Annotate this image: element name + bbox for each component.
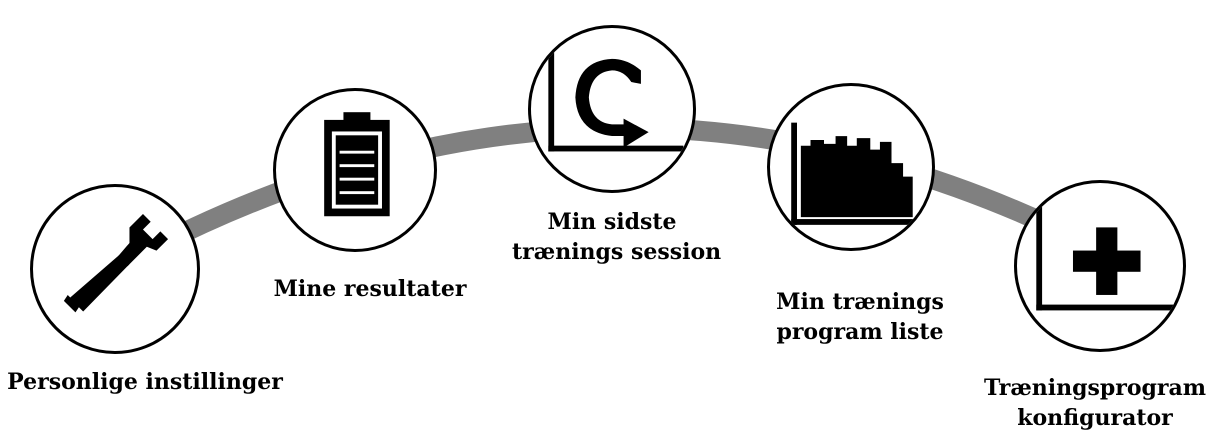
my-results-button[interactable]: [273, 88, 437, 252]
training-program-configurator-button[interactable]: [1014, 180, 1186, 352]
training-program-configurator-label[interactable]: Træningsprogram konfigurator: [981, 373, 1209, 433]
bar-chart-icon: [791, 122, 917, 225]
training-program-list-label[interactable]: Min trænings program liste: [760, 287, 960, 347]
wrench-icon: [63, 214, 169, 313]
clipboard-icon: [324, 112, 390, 217]
last-training-session-label-line-2: trænings session: [512, 239, 722, 265]
last-training-session-label[interactable]: Min sidste trænings session: [512, 207, 722, 267]
training-program-configurator-label-line-2: konfigurator: [1017, 405, 1173, 431]
personal-settings-label-line: Personlige instillinger: [7, 369, 283, 395]
plus-chart-icon: [1036, 204, 1182, 311]
my-results-label[interactable]: Mine resultater: [270, 274, 470, 304]
last-training-session-button[interactable]: [528, 25, 696, 193]
personal-settings-button[interactable]: [30, 184, 200, 354]
my-results-label-line: Mine resultater: [273, 276, 467, 302]
last-training-session-label-line-1: Min sidste: [547, 209, 677, 235]
personal-settings-label[interactable]: Personlige instillinger: [0, 367, 290, 397]
training-program-list-label-line-1: Min trænings: [776, 289, 944, 315]
training-program-list-button[interactable]: [767, 83, 935, 251]
training-program-list-label-line-2: program liste: [776, 319, 944, 345]
refresh-chart-icon: [548, 43, 684, 152]
training-program-configurator-label-line-1: Træningsprogram: [983, 375, 1207, 401]
